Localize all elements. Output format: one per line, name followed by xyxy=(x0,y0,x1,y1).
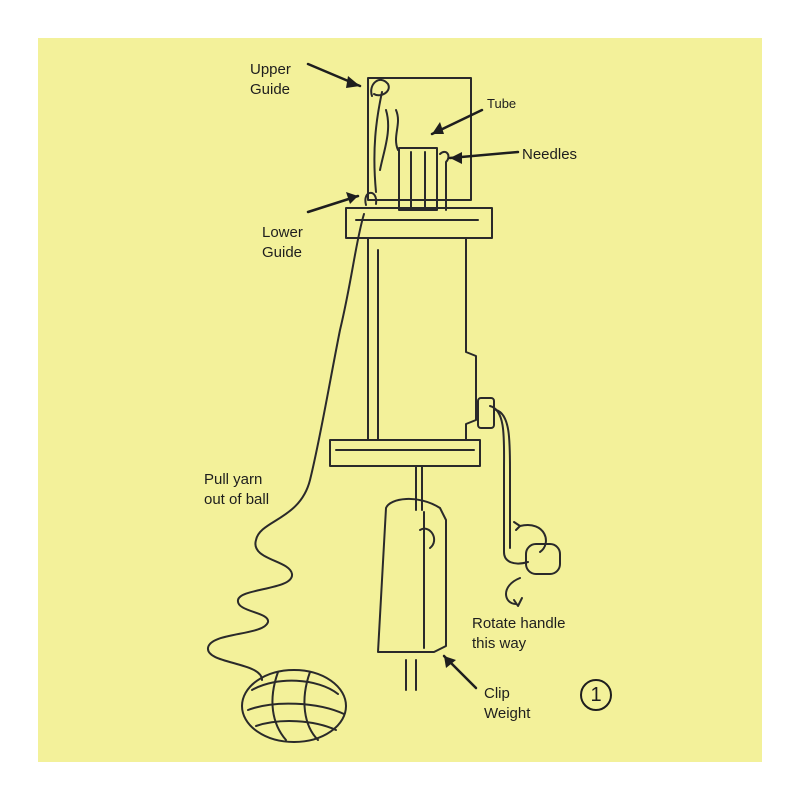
needles-label: Needles xyxy=(522,146,578,163)
crank-hub xyxy=(477,397,495,429)
upper-guide xyxy=(370,78,390,97)
clip-weight-label: Clip Weight xyxy=(484,684,530,724)
rotate-arrow xyxy=(505,524,547,605)
yarn-ball xyxy=(241,669,347,743)
needle-right xyxy=(439,150,450,211)
upper-panel xyxy=(367,77,472,201)
upper-guide-line1: Upper xyxy=(250,61,291,78)
clip-weight-line2: Weight xyxy=(484,705,531,722)
yarn-strand xyxy=(207,213,365,681)
lower-platform xyxy=(345,207,493,239)
crank-arm xyxy=(489,405,529,565)
rotate-handle-line2: this way xyxy=(472,635,527,652)
clip-weight-line1: Clip xyxy=(484,685,510,702)
clip-weight xyxy=(377,497,447,653)
tube-label: Tube xyxy=(487,96,517,111)
needle-left xyxy=(395,109,399,151)
lower-guide xyxy=(364,191,378,206)
upper-guide-line2: Guide xyxy=(250,81,291,98)
pull-yarn-line1: Pull yarn xyxy=(204,471,263,488)
upper-guide-label: Upper Guide xyxy=(250,60,291,100)
machine-base xyxy=(329,439,481,467)
crank-handle xyxy=(525,543,561,575)
lower-guide-line2: Guide xyxy=(262,244,303,261)
yarn-upper xyxy=(373,91,383,193)
lower-guide-line1: Lower xyxy=(262,224,303,241)
machine-body xyxy=(367,237,477,441)
rotate-handle-label: Rotate handle this way xyxy=(472,614,565,654)
tube xyxy=(398,147,438,211)
lower-guide-label: Lower Guide xyxy=(262,223,303,263)
pull-yarn-line2: out of ball xyxy=(204,491,270,508)
pull-yarn-label: Pull yarn out of ball xyxy=(204,470,269,510)
rotate-handle-line1: Rotate handle xyxy=(472,615,566,632)
step-number-badge: 1 xyxy=(580,679,612,711)
